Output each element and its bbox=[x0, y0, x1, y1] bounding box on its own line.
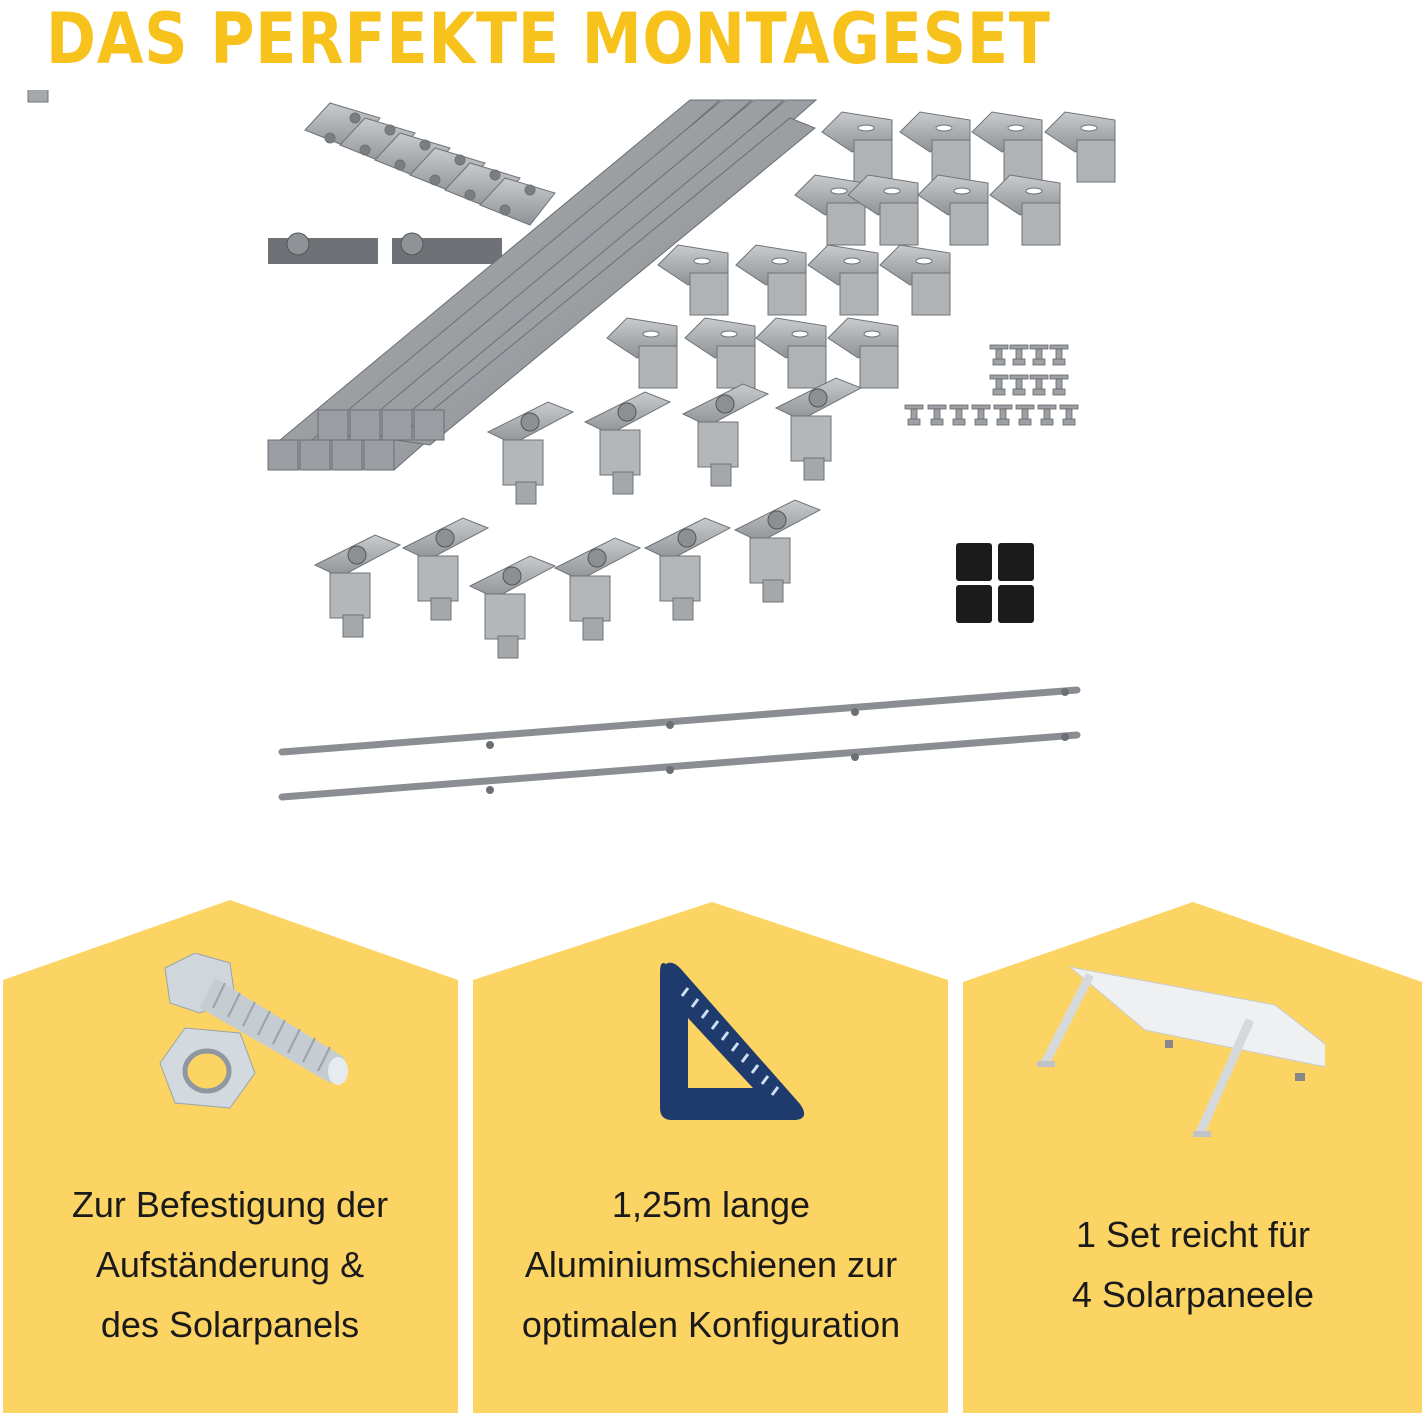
set-square-ruler-icon bbox=[658, 958, 808, 1128]
support-struts bbox=[278, 686, 1081, 801]
solar-panel-mount-icon bbox=[1025, 965, 1366, 1150]
components-illustration bbox=[0, 0, 1116, 801]
panel-background bbox=[3, 900, 458, 1413]
rail-connectors bbox=[304, 102, 556, 226]
caption-line: des Solarpanels bbox=[100, 1304, 360, 1345]
feature-panel-capacity: 1 Set reicht für 4 Solarpaneele bbox=[960, 900, 1426, 1413]
caption-line: Aluminiumschienen zur bbox=[524, 1244, 898, 1285]
caption-line: 4 Solarpaneele bbox=[1071, 1274, 1315, 1315]
caption-line: 1,25m lange bbox=[611, 1184, 811, 1225]
caption-line: Aufständerung & bbox=[95, 1244, 365, 1285]
caption-line: 1 Set reicht für bbox=[1075, 1214, 1311, 1255]
page-title: DAS PERFEKTE MONTAGESET bbox=[46, 0, 1051, 80]
caption-line: optimalen Konfiguration bbox=[521, 1304, 901, 1345]
caption-line: Zur Befestigung der bbox=[71, 1184, 389, 1225]
rail-joiners bbox=[268, 232, 502, 264]
bolt-and-nut-icon bbox=[155, 952, 355, 1128]
feature-panel-fastening: Zur Befestigung der Aufständerung & des … bbox=[0, 898, 460, 1413]
feature-panel-rails: 1,25m lange Aluminiumschienen zur optima… bbox=[470, 900, 952, 1413]
panel-background bbox=[473, 902, 948, 1413]
aluminium-rails bbox=[267, 99, 818, 471]
end-caps bbox=[956, 543, 1034, 623]
product-components-image bbox=[0, 0, 1426, 850]
